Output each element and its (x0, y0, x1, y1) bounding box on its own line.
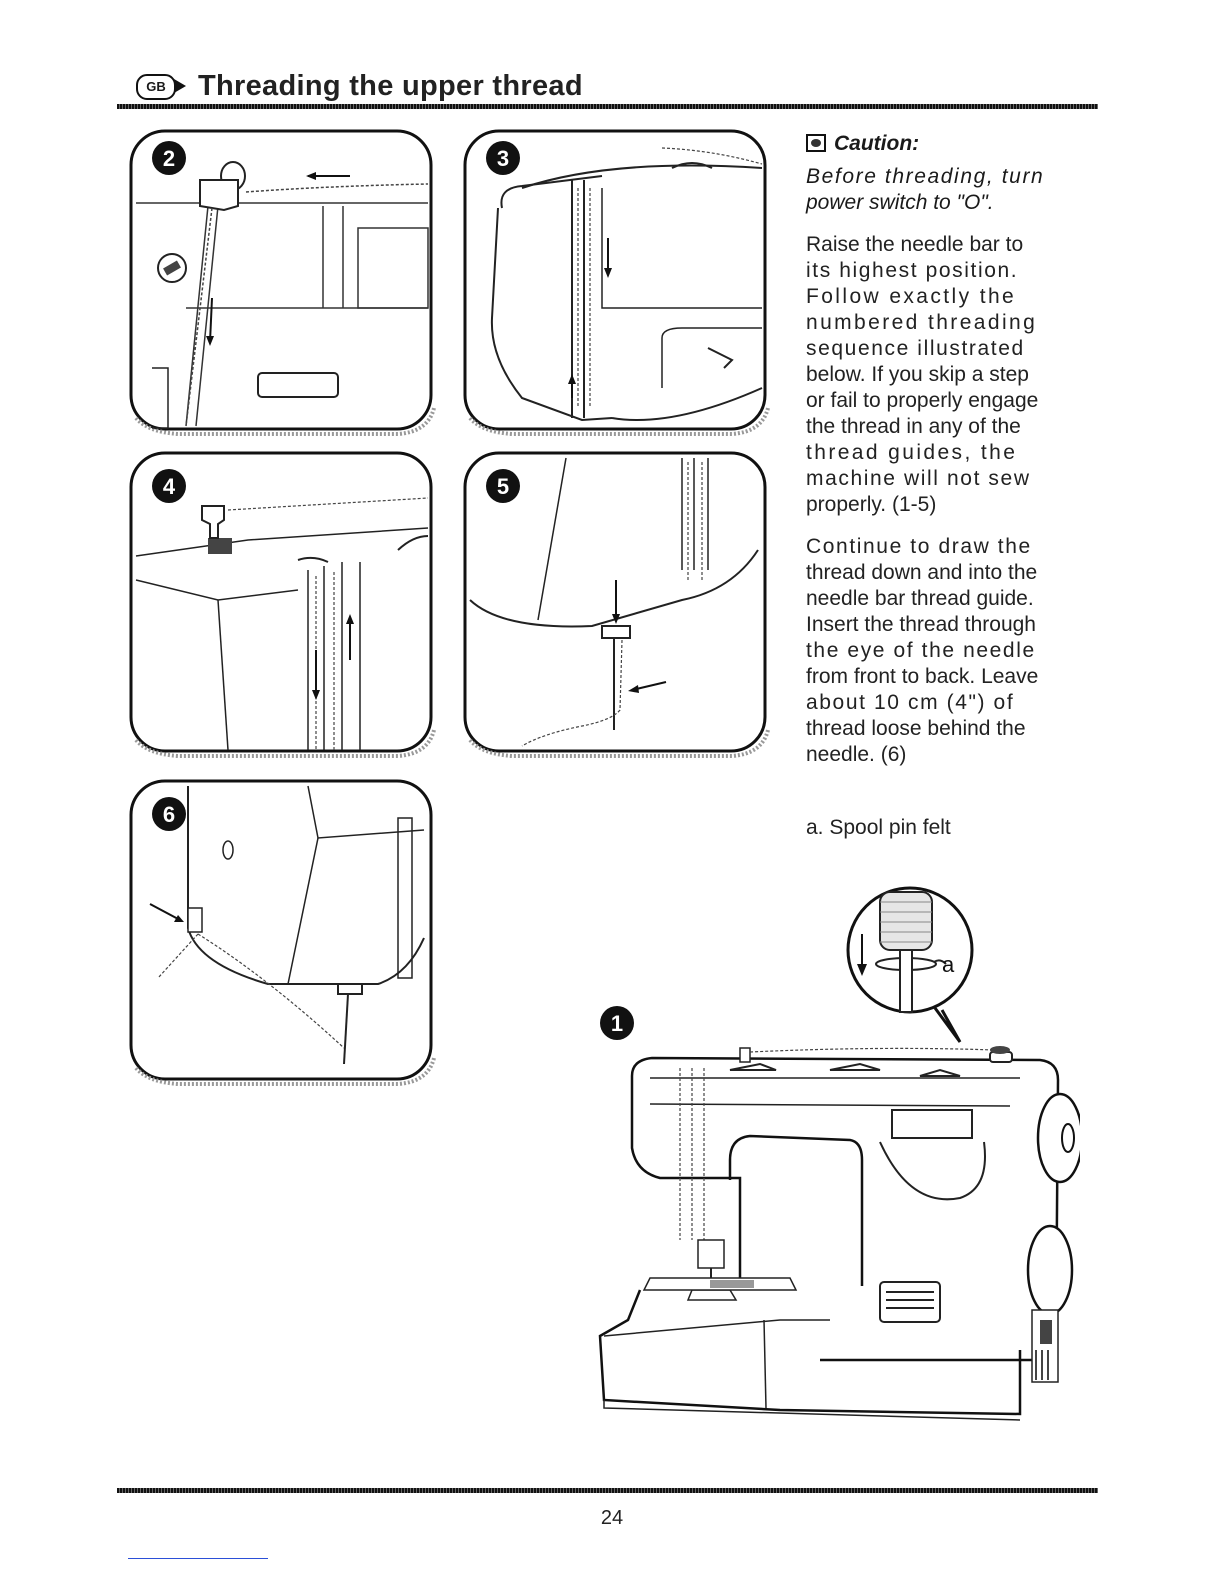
step-number-1: 1 (611, 1011, 623, 1036)
text-line: properly. (1-5) (806, 493, 937, 516)
step-1-machine-illustration: 1 a (580, 880, 1080, 1460)
arrow-right-icon (174, 79, 186, 93)
language-badge: GB (136, 74, 176, 100)
text-line: Insert the thread through (806, 613, 1036, 636)
header-divider (117, 104, 1098, 109)
step-number-5: 5 (497, 474, 509, 499)
step-3-illustration: 3 (462, 128, 772, 436)
caution-icon (806, 134, 826, 152)
step-4-illustration: 4 (128, 450, 438, 758)
page-number: 24 (600, 1507, 624, 1529)
threading-paragraph-2: Continue to draw the thread down and int… (806, 534, 1078, 768)
text-line: needle bar thread guide. (806, 587, 1034, 610)
text-line: the eye of the needle (806, 639, 1036, 662)
text-line: numbered threading (806, 311, 1038, 334)
text-line: thread down and into the (806, 561, 1038, 584)
caution-label: Caution: (834, 132, 920, 155)
text-line: thread guides, the (806, 441, 1018, 464)
page-header: GB Threading the upper thread (130, 66, 1098, 110)
step-number-6: 6 (163, 802, 175, 827)
footer-link-underline (128, 1558, 268, 1559)
caution-heading: Caution: (806, 132, 1078, 156)
text-line: Follow exactly the (806, 285, 1017, 308)
instructions-column: Caution: Before threading, turn power sw… (806, 132, 1078, 768)
step-number-2: 2 (163, 146, 175, 171)
text-line: from front to back. Leave (806, 665, 1039, 688)
caution-text: Before threading, turn power switch to "… (806, 164, 1078, 216)
text-line: Continue to draw the (806, 535, 1032, 558)
threading-paragraph-1: Raise the needle bar to its highest posi… (806, 232, 1078, 518)
text-line: below. If you skip a step (806, 363, 1029, 386)
step-number-3: 3 (497, 146, 509, 171)
legend-spool-pin-felt: a. Spool pin felt (806, 816, 951, 839)
text-line: needle. (6) (806, 743, 907, 766)
footer-divider (117, 1488, 1098, 1493)
text-line: thread loose behind the (806, 717, 1026, 740)
text-line: its highest position. (806, 259, 1019, 282)
text-line: sequence illustrated (806, 337, 1025, 360)
caution-line: Before threading, turn (806, 165, 1045, 188)
text-line: Raise the needle bar to (806, 233, 1024, 256)
caution-line: power switch to "O". (806, 191, 994, 214)
text-line: machine will not sew (806, 467, 1031, 490)
text-line: or fail to properly engage (806, 389, 1039, 412)
step-number-4: 4 (163, 474, 176, 499)
step-6-illustration: 6 (128, 778, 438, 1086)
step-5-illustration: 5 (462, 450, 772, 758)
callout-label-a: a (942, 952, 955, 977)
text-line: the thread in any of the (806, 415, 1021, 438)
text-line: about 10 cm (4") of (806, 691, 1015, 714)
page-title: Threading the upper thread (198, 70, 583, 102)
step-2-illustration: 2 (128, 128, 438, 436)
